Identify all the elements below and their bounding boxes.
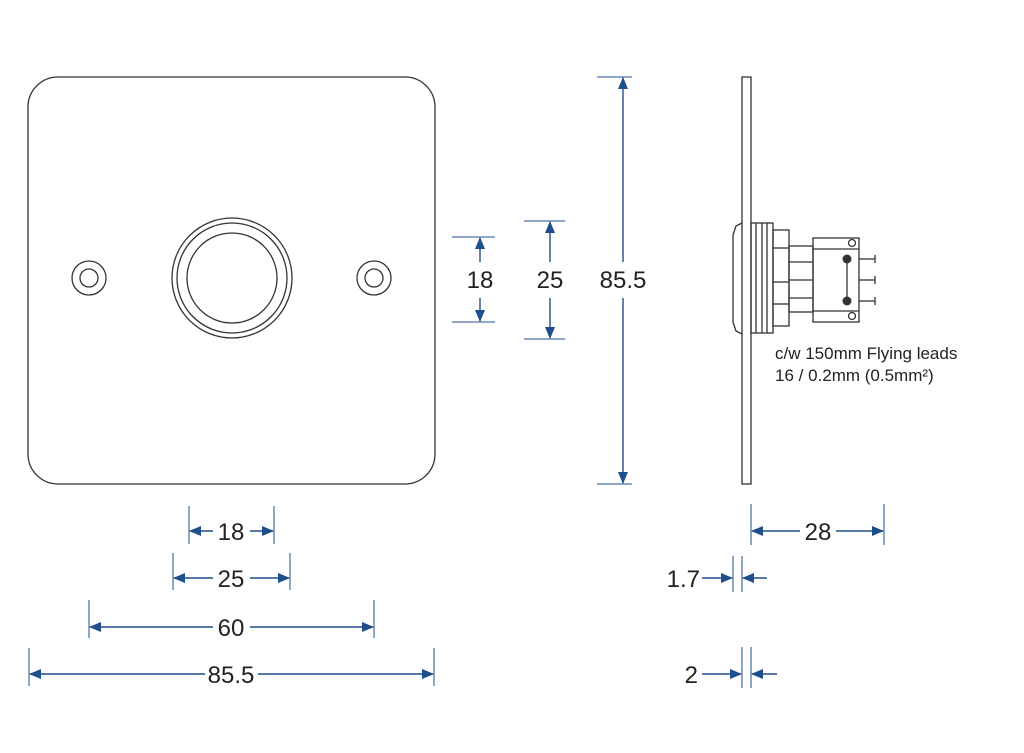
dim-front-height-85-5: 85.5 [597,76,647,485]
dim-label: 60 [218,615,245,642]
dim-side-plate-2: 2 [685,647,777,689]
front-view [27,76,436,485]
dim-label: 2 [685,662,698,689]
dim-front-width-60: 60 [88,600,375,642]
right-screw-hole [356,260,392,296]
dim-label: 25 [537,267,564,294]
left-screw-hole [71,260,107,296]
push-button [171,217,293,339]
dim-front-width-18: 18 [188,506,275,546]
dim-label: 18 [218,519,245,546]
dim-label: 18 [467,267,494,294]
dim-side-depth-28: 28 [750,504,885,546]
faceplate [27,76,436,485]
dim-label: 85.5 [208,662,255,689]
flying-leads-note-line1: c/w 150mm Flying leads [775,344,957,363]
dim-label: 25 [218,566,245,593]
dim-label: 28 [805,519,832,546]
side-view [732,76,876,485]
dim-front-height-18: 18 [452,236,495,323]
flying-leads-note-line2: 16 / 0.2mm (0.5mm²) [775,366,934,385]
dim-front-width-25: 25 [172,553,291,593]
dim-label: 1.7 [667,566,700,593]
switch-body [750,222,814,334]
dim-front-width-85-5: 85.5 [28,648,435,689]
microswitch [812,237,876,323]
dim-side-cap-1-7: 1.7 [667,556,767,593]
button-cap [732,222,743,335]
dim-label: 85.5 [600,267,647,294]
dim-front-height-25: 25 [524,220,565,340]
side-plate [741,76,752,485]
